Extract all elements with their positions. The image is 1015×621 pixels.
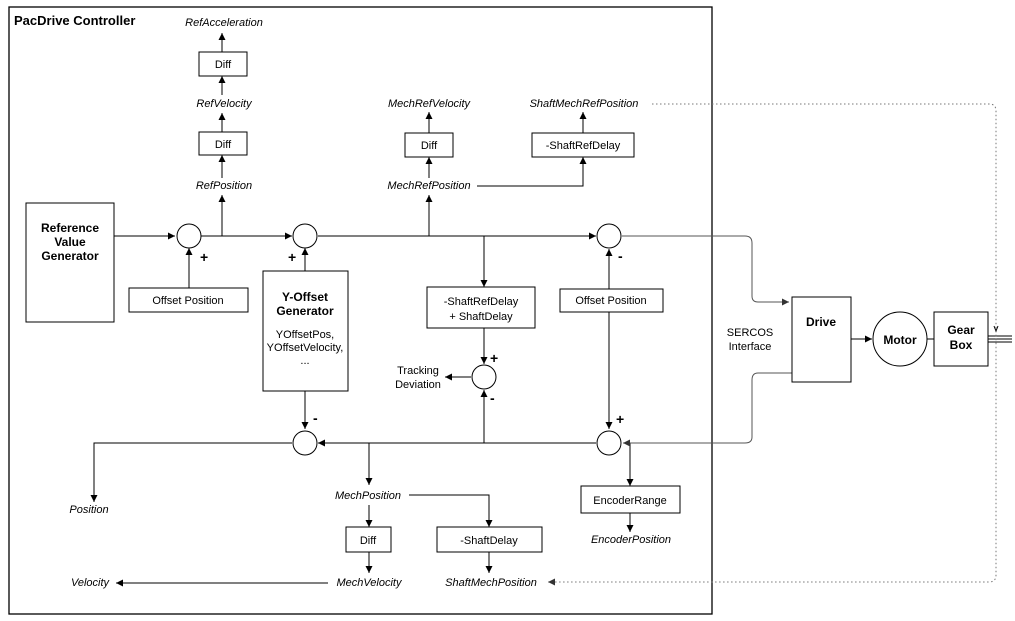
sign-minus-position: - [313, 410, 318, 426]
y-offset-title-line2: Generator [276, 304, 334, 318]
reference-value-generator-block [25, 202, 115, 323]
signal-mech-ref-velocity: MechRefVelocity [388, 98, 472, 110]
diff-ref-acceleration-block [198, 51, 248, 77]
diff-mech-velocity-label: Diff [360, 535, 377, 547]
signal-position: Position [69, 504, 108, 516]
signal-mech-velocity: MechVelocity [336, 577, 403, 589]
diff-mech-ref-velocity-label: Diff [421, 140, 438, 152]
motor-label: Motor [883, 333, 917, 347]
drive-label: Drive [806, 315, 836, 329]
y-offset-title-line1: Y-Offset [282, 290, 328, 304]
diff-ref-acceleration-label: Diff [215, 59, 232, 71]
shaft-ref-delay-plus-shaft-delay-block [426, 286, 536, 329]
shaft-ref-delay-label: -ShaftRefDelay [546, 140, 621, 152]
sign-minus-tracking: - [490, 390, 495, 406]
sign-minus-offset-right: - [618, 248, 623, 264]
diff-ref-velocity-label: Diff [215, 139, 232, 151]
signal-velocity: Velocity [71, 577, 111, 589]
offset-position-right-label: Offset Position [575, 295, 646, 307]
signal-ref-position: RefPosition [196, 180, 252, 192]
y-offset-param-2: YOffsetVelocity, [267, 342, 344, 354]
gear-box-label-line2: Box [950, 338, 973, 352]
sercos-interface-line2: Interface [729, 341, 772, 353]
summing-junction-encoder [596, 430, 622, 456]
pacdrive-controller-frame [8, 6, 713, 615]
gear-box-block [933, 311, 989, 367]
shaft-delay-label: -ShaftDelay [460, 535, 518, 547]
sign-plus-offset-left: + [200, 249, 208, 265]
rvg-label-line1: Reference [41, 221, 99, 235]
summing-junction-yoffset [292, 223, 318, 249]
y-offset-generator-block [262, 270, 349, 392]
y-offset-param-3: ... [300, 355, 309, 367]
signal-shaft-mech-ref-position: ShaftMechRefPosition [530, 98, 639, 110]
signal-mech-ref-position: MechRefPosition [387, 180, 470, 192]
offset-position-left-label: Offset Position [152, 295, 223, 307]
encoder-range-label: EncoderRange [593, 495, 666, 507]
summing-junction-ref [176, 223, 202, 249]
diff-ref-velocity-block [198, 131, 248, 156]
signal-encoder-position: EncoderPosition [591, 534, 671, 546]
summing-junction-position [292, 430, 318, 456]
signal-ref-velocity: RefVelocity [196, 98, 253, 110]
tracking-deviation-line2: Deviation [395, 379, 441, 391]
shaft-ref-delay-plus-line2: + ShaftDelay [449, 311, 513, 323]
drive-block [791, 296, 852, 383]
rvg-label-line2: Value [54, 235, 86, 249]
y-offset-param-1: YOffsetPos, [276, 329, 335, 341]
motor-block [872, 311, 928, 367]
tracking-deviation-line1: Tracking [397, 365, 439, 377]
diff-mech-velocity-block [345, 526, 392, 553]
summing-junction-tracking [471, 364, 497, 390]
shaft-ref-delay-plus-line1: -ShaftRefDelay [444, 296, 519, 308]
shaft-ref-delay-block [531, 132, 635, 158]
diff-mech-ref-velocity-block [404, 132, 454, 158]
shaft-delay-block [436, 526, 543, 553]
summing-junction-drive [596, 223, 622, 249]
controller-title: PacDrive Controller [14, 13, 135, 28]
offset-position-right-block [559, 288, 664, 313]
signal-ref-acceleration: RefAcceleration [185, 17, 263, 29]
signal-shaft-mech-position: ShaftMechPosition [445, 577, 537, 589]
sercos-interface-line1: SERCOS [727, 327, 773, 339]
encoder-range-block [580, 485, 681, 514]
gear-box-label-line1: Gear [947, 323, 975, 337]
rvg-label-line3: Generator [41, 249, 99, 263]
offset-position-left-block [128, 287, 249, 313]
signal-mech-position: MechPosition [335, 490, 401, 502]
sign-plus-tracking: + [490, 350, 498, 366]
sign-plus-yoffset: + [288, 249, 296, 265]
connections [90, 33, 1012, 587]
sign-plus-encoder: + [616, 411, 624, 427]
